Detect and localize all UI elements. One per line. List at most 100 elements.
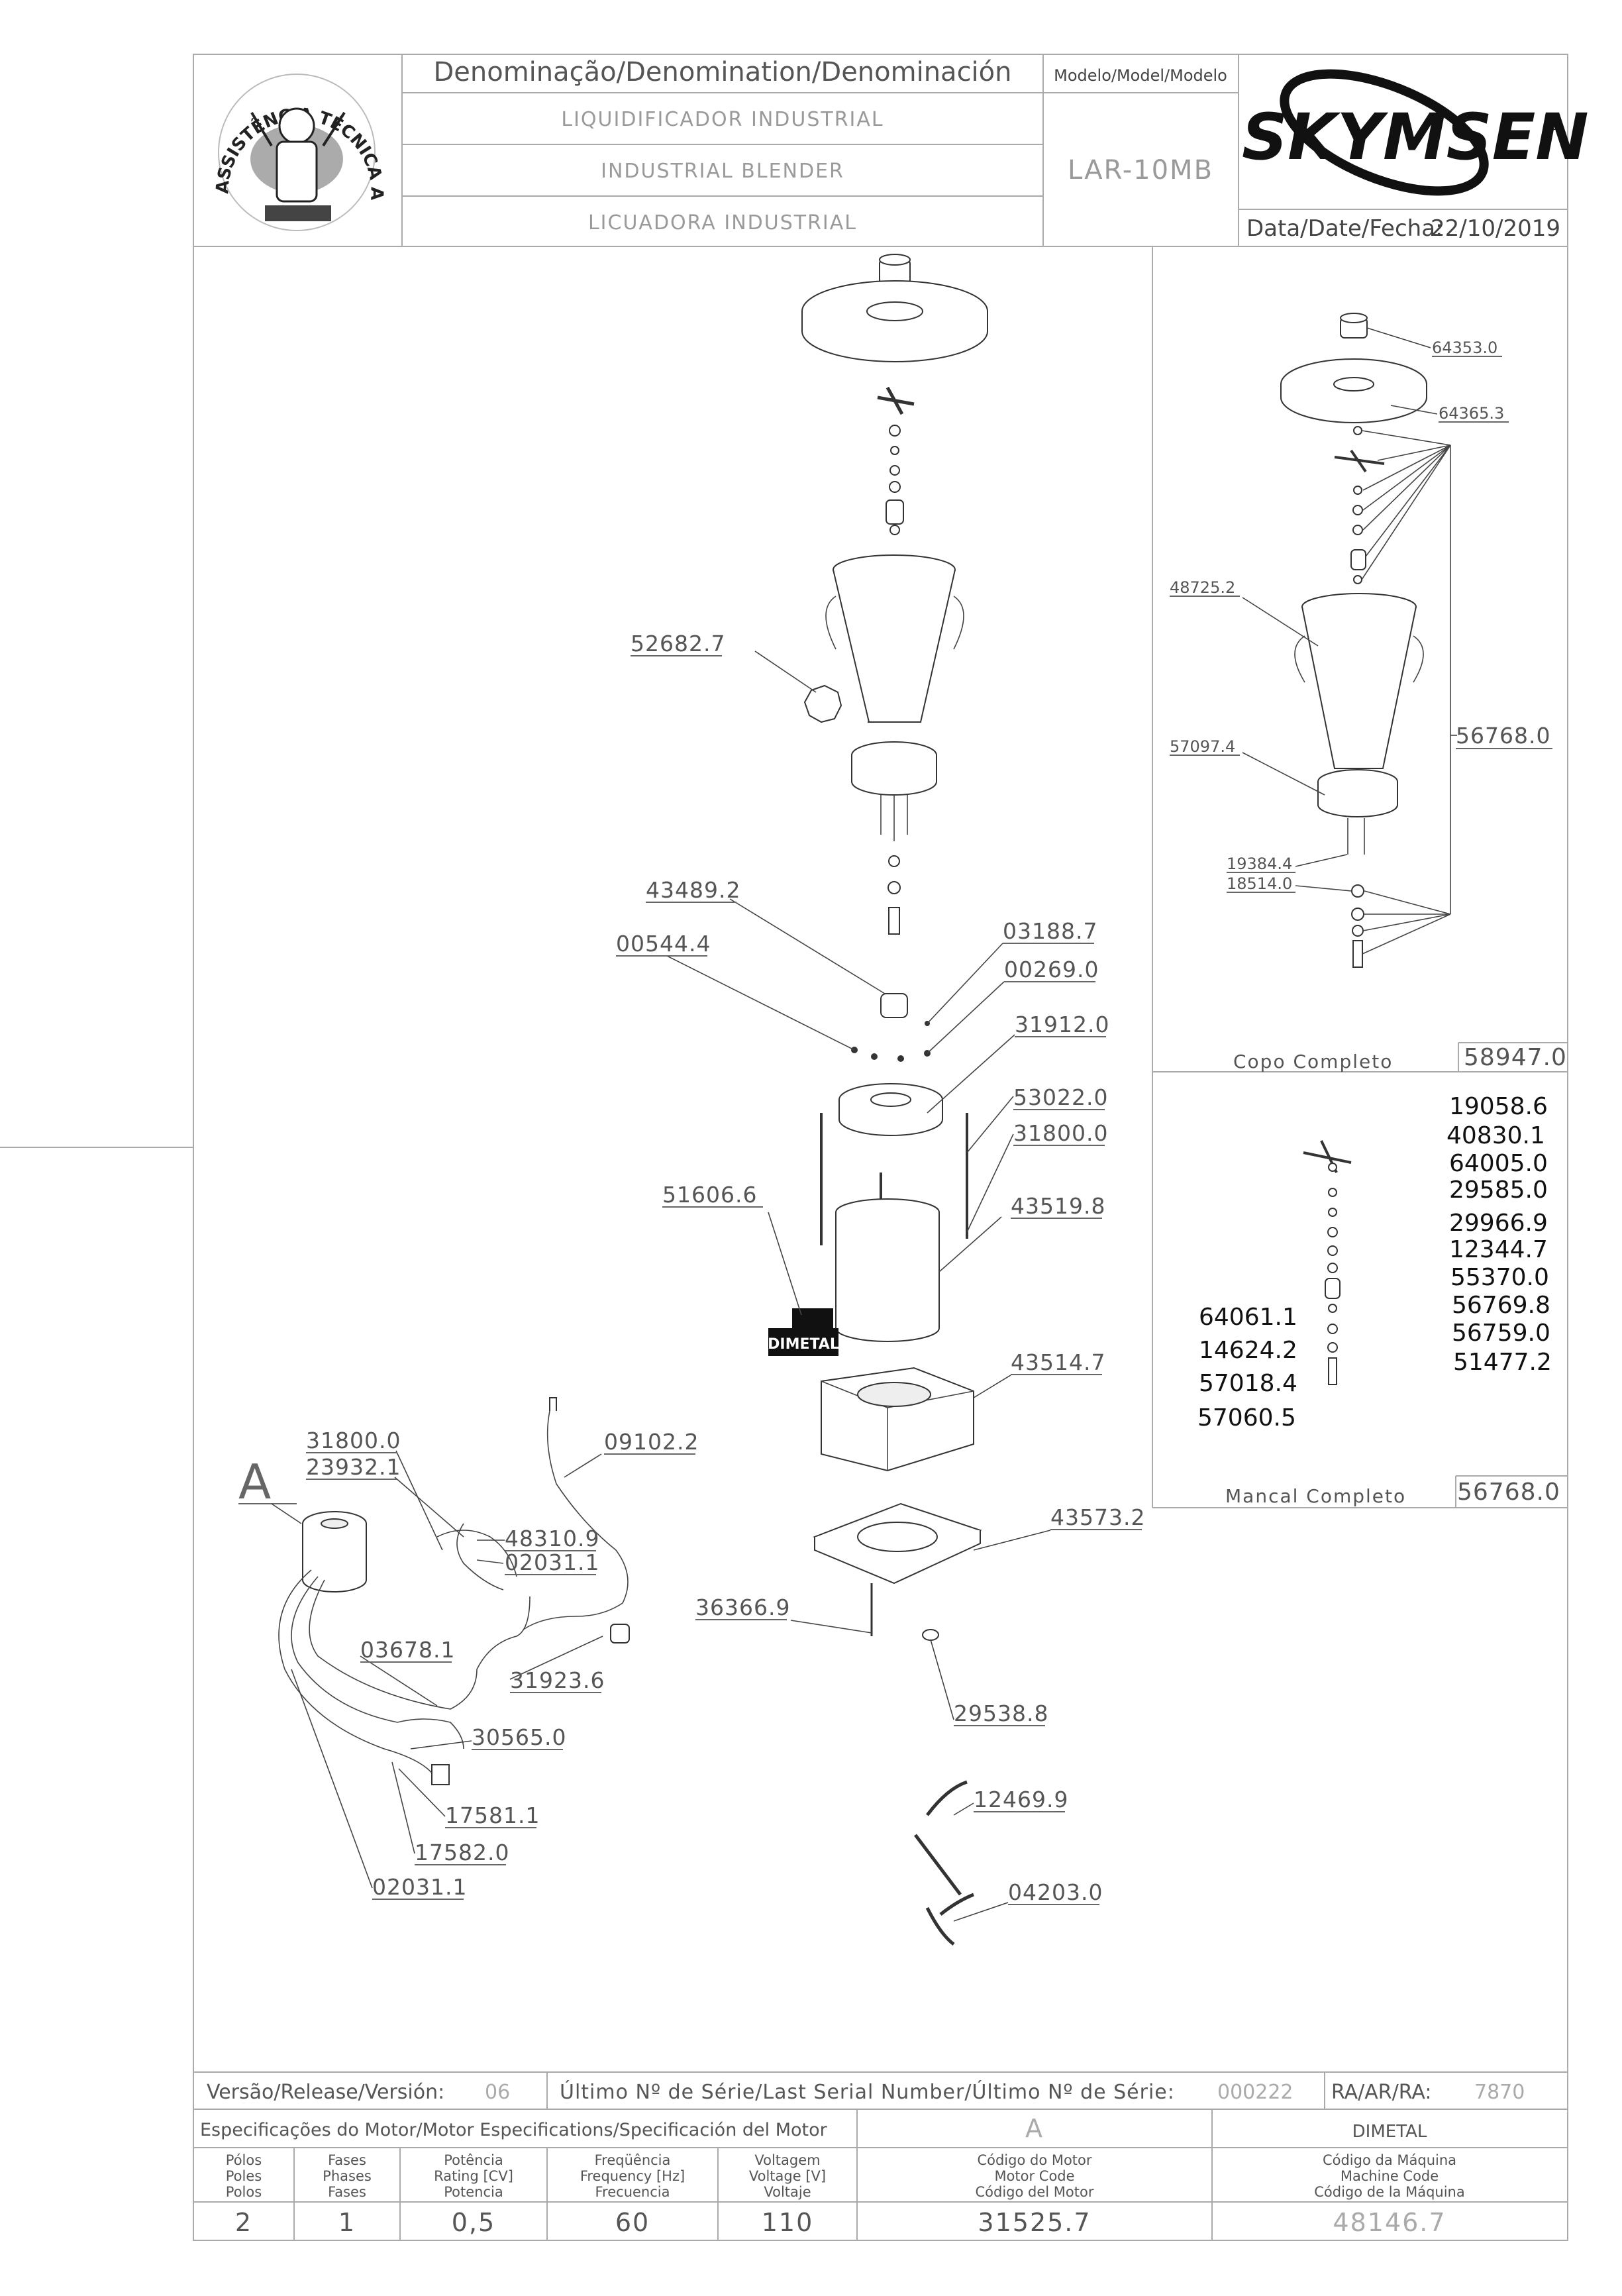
col-header: Phases xyxy=(323,2168,372,2184)
sheet-frame xyxy=(0,54,1568,2241)
col-header: Código de la Máquina xyxy=(1314,2184,1464,2200)
motor-housing xyxy=(835,1198,940,1342)
mancal-part-label: 57018.4 xyxy=(1199,1370,1297,1397)
denomination-label: Denominação/Denomination/Denominación xyxy=(433,57,1011,87)
title-block: ASSISTÊNCIA TÉCNICA AUTORIZADA Denominaç… xyxy=(0,0,1589,242)
col-header: Freqüência xyxy=(595,2152,671,2168)
part-label: 02031.1 xyxy=(372,1874,467,1900)
mancal-part-label: 14624.2 xyxy=(1199,1337,1297,1364)
mancal-part-label: 29585.0 xyxy=(1449,1176,1548,1204)
mancal-part-label: 56759.0 xyxy=(1452,1320,1550,1347)
copo-part-label: 18514.0 xyxy=(1227,874,1292,893)
col-header: Frequency [Hz] xyxy=(580,2168,685,2184)
part-label: 43514.7 xyxy=(1011,1349,1105,1375)
motor-spec-label: Especificações do Motor/Motor Especifica… xyxy=(200,2120,828,2140)
spec-values: 2 1 0,5 60 110 31525.7 48146.7 xyxy=(235,2208,1445,2237)
jar-base xyxy=(851,741,937,935)
ra-value: 7870 xyxy=(1474,2081,1525,2104)
col-header: Motor Code xyxy=(994,2168,1074,2184)
col-header: Código del Motor xyxy=(976,2184,1094,2200)
part-label: 52682.7 xyxy=(631,631,725,656)
part-label: 17581.1 xyxy=(445,1802,540,1828)
part-label: 31800.0 xyxy=(1013,1120,1108,1146)
manufacturer: DIMETAL xyxy=(1352,2122,1427,2142)
part-label: 00269.0 xyxy=(1004,957,1099,982)
mancal-part-label: 51477.2 xyxy=(1453,1349,1552,1376)
blade-and-bearings xyxy=(877,386,915,535)
copo-completo-panel: 64353.0 64365.3 48725.2 57097.4 19384.4 … xyxy=(1170,313,1567,1072)
jar-marker xyxy=(803,684,842,723)
col-header: Frecuencia xyxy=(595,2184,670,2200)
view-a-letter: A xyxy=(238,1454,271,1510)
date-value: 22/10/2019 xyxy=(1431,215,1560,242)
part-label: 12469.9 xyxy=(974,1787,1068,1812)
part-label: 03678.1 xyxy=(360,1637,455,1663)
serial-value: 000222 xyxy=(1217,2081,1293,2104)
motor-wiring-view: A 31800.0 23932.1 09102. xyxy=(238,1397,699,1900)
col-header: Polos xyxy=(226,2184,262,2200)
part-label: 43489.2 xyxy=(646,877,740,903)
mancal-code: 56768.0 xyxy=(1457,1479,1560,1506)
part-label: 23932.1 xyxy=(306,1454,401,1480)
label-plate: DIMETAL xyxy=(768,1308,839,1356)
col-header: Código da Máquina xyxy=(1323,2152,1456,2168)
mancal-group-leaders xyxy=(1361,430,1457,955)
copo-part-label: 64353.0 xyxy=(1432,339,1497,357)
mancal-part-label: 57060.5 xyxy=(1197,1404,1296,1432)
motor-top-flange xyxy=(838,1083,943,1136)
col-header: Potencia xyxy=(444,2184,503,2200)
mancal-part-label: 40830.1 xyxy=(1446,1122,1545,1149)
leader-lines xyxy=(666,651,1051,1922)
mancal-completo-panel: 19058.6 40830.1 64005.0 29585.0 29966.9 … xyxy=(1197,1093,1560,1507)
col-header: Voltage [V] xyxy=(749,2168,826,2184)
part-label: 43573.2 xyxy=(1050,1504,1145,1530)
col-header: Pólos xyxy=(226,2152,262,2168)
serial-label: Último Nº de Série/Last Serial Number/Úl… xyxy=(560,2079,1175,2104)
lid-assembly xyxy=(801,254,988,362)
part-label: 03188.7 xyxy=(1003,918,1097,944)
phases-value: 1 xyxy=(338,2208,356,2237)
skymsen-logo: SKYMSEN ® xyxy=(1242,69,1589,196)
poles-value: 2 xyxy=(235,2208,252,2237)
copo-part-label: 19384.4 xyxy=(1227,855,1292,873)
copo-caption: Copo Completo xyxy=(1233,1051,1393,1072)
part-label: 29538.8 xyxy=(954,1700,1048,1726)
ra-label: RA/AR/RA: xyxy=(1331,2081,1431,2104)
main-exploded-view: DIMETAL xyxy=(616,254,1145,1946)
motor-code-value: 31525.7 xyxy=(978,2208,1091,2237)
brand-registered-mark: ® xyxy=(1547,117,1562,134)
copo-part-label: 56768.0 xyxy=(1456,723,1550,749)
label-plate-text: DIMETAL xyxy=(768,1336,839,1353)
name-es: LICUADORA INDUSTRIAL xyxy=(588,211,857,235)
part-label: 36366.9 xyxy=(695,1594,790,1620)
col-header: Rating [CV] xyxy=(434,2168,513,2184)
version-value: 06 xyxy=(485,2081,510,2104)
footer-spec-table: Versão/Release/Versión: 06 Último Nº de … xyxy=(200,2079,1525,2237)
part-label: 48310.9 xyxy=(505,1526,599,1551)
part-label: 31923.6 xyxy=(510,1667,605,1693)
col-header: Fases xyxy=(328,2184,366,2200)
col-header: Código do Motor xyxy=(977,2152,1091,2168)
mancal-caption: Mancal Completo xyxy=(1225,1485,1406,1507)
cable-pieces xyxy=(914,1780,974,1946)
part-label: 43519.8 xyxy=(1011,1193,1105,1219)
col-header: Voltagem xyxy=(754,2152,820,2168)
part-label: 31800.0 xyxy=(306,1428,401,1453)
model-value: LAR-10MB xyxy=(1068,155,1213,185)
part-label: 09102.2 xyxy=(604,1429,699,1455)
col-header: Fases xyxy=(328,2152,366,2168)
mancal-part-label: 64061.1 xyxy=(1199,1304,1297,1331)
part-label: 51606.6 xyxy=(662,1182,757,1208)
col-header: Machine Code xyxy=(1341,2168,1439,2184)
copo-part-label: 57097.4 xyxy=(1170,737,1235,756)
name-en: INDUSTRIAL BLENDER xyxy=(601,160,844,183)
brand-name: SKYMSEN xyxy=(1242,100,1589,174)
col-header: Poles xyxy=(226,2168,262,2184)
part-label: 02031.1 xyxy=(505,1549,599,1575)
name-pt: LIQUIDIFICADOR INDUSTRIAL xyxy=(561,108,884,131)
mancal-part-label: 12344.7 xyxy=(1449,1236,1548,1263)
jar xyxy=(825,554,964,723)
part-label: 53022.0 xyxy=(1013,1084,1108,1110)
copo-code: 58947.0 xyxy=(1464,1044,1567,1071)
